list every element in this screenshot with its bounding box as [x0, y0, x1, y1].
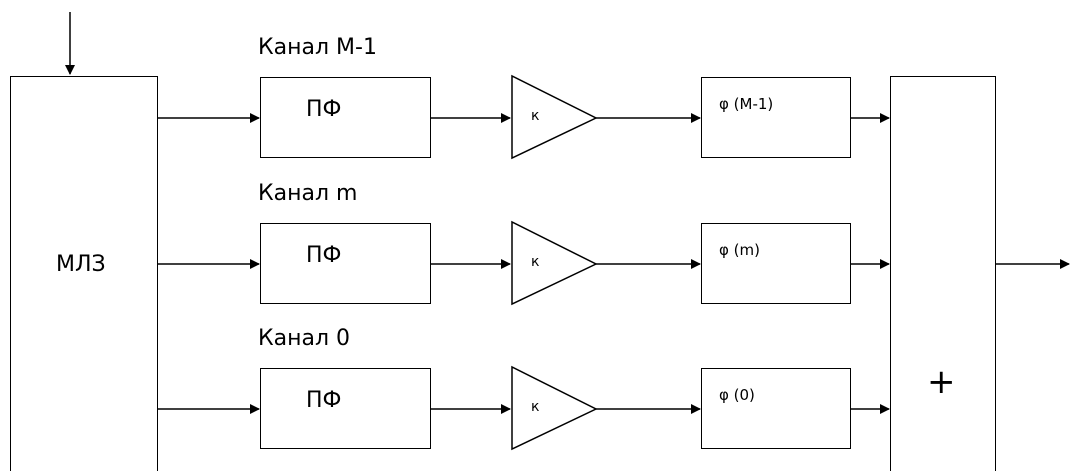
mlz-label: МЛЗ [56, 252, 106, 277]
mlz-block [10, 76, 158, 471]
phase-shifter-block [701, 77, 851, 158]
bandpass-filter-label: ПФ [306, 243, 342, 268]
amplifier-triangle-2 [511, 220, 598, 306]
bandpass-filter-block [260, 77, 431, 158]
gain-label: к [531, 399, 540, 415]
bandpass-filter-label: ПФ [306, 388, 342, 413]
channel-label: Канал 0 [258, 326, 351, 351]
phase-shifter-block [701, 368, 851, 449]
channel-label: Канал m [258, 181, 358, 206]
phase-shifter-label: φ (0) [719, 386, 755, 404]
bandpass-filter-block [260, 368, 431, 449]
summator-block [890, 76, 996, 471]
gain-label: к [531, 254, 540, 270]
bandpass-filter-label: ПФ [306, 97, 342, 122]
phase-shifter-block [701, 223, 851, 304]
channel-label: Канал M-1 [258, 35, 377, 60]
amplifier-triangle-3 [511, 365, 598, 451]
phase-shifter-label: φ (M-1) [719, 95, 774, 113]
bandpass-filter-block [260, 223, 431, 304]
phase-shifter-label: φ (m) [719, 241, 760, 259]
amplifier-triangle-1 [511, 74, 598, 160]
gain-label: к [531, 108, 540, 124]
summator-label: + [927, 362, 956, 402]
